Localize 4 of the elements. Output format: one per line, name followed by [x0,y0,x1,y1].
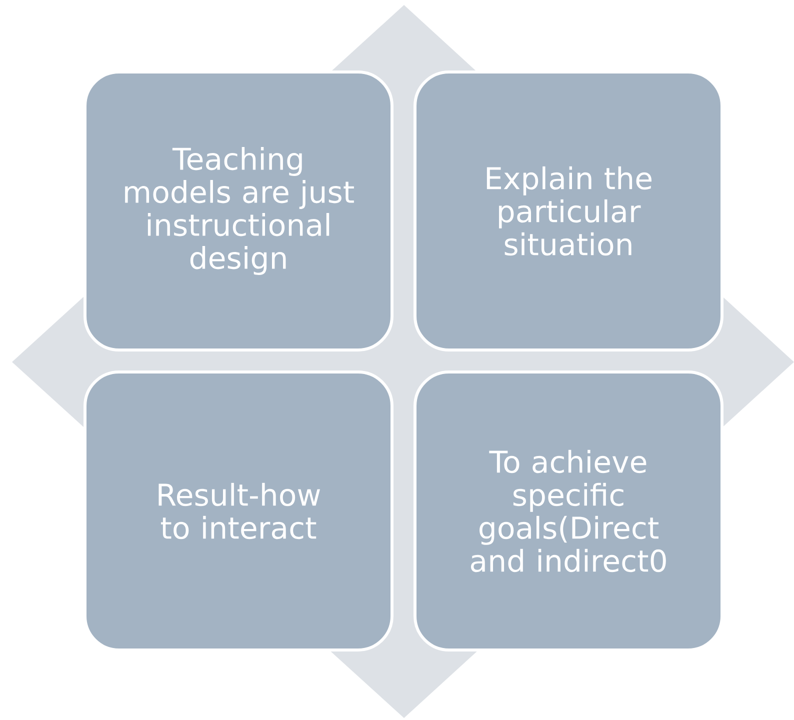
rounded-box: To achieve specific goals(Direct and indirect0 [414,370,724,652]
rounded-box: Explain the particular situation [414,70,724,352]
rounded-box: Teaching models are just instructional design [84,70,394,352]
rounded-box: Result-how to interact [84,370,394,652]
